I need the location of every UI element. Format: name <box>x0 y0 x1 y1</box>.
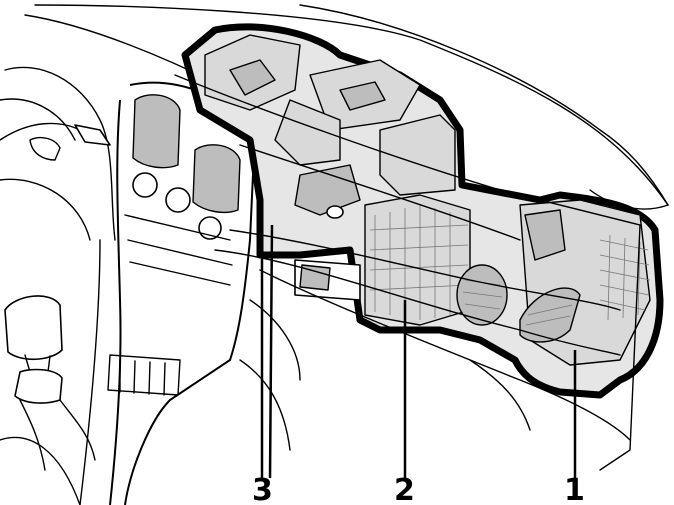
dial-knob-icon <box>165 187 191 213</box>
fastener-icon <box>326 205 344 219</box>
leader-line-3b <box>268 224 274 479</box>
callout-label-1: 1 <box>564 473 585 505</box>
heater-housing <box>181 23 664 399</box>
vent-outlet-icon <box>456 264 508 326</box>
dial-knob-icon <box>132 172 158 198</box>
dashboard-panel-lines <box>174 74 641 471</box>
callout-label-2: 2 <box>394 473 415 505</box>
callout-label-3: 3 <box>252 473 273 505</box>
centre-console <box>79 81 256 505</box>
callout-leaders <box>260 220 577 479</box>
gear-lever <box>0 295 96 505</box>
